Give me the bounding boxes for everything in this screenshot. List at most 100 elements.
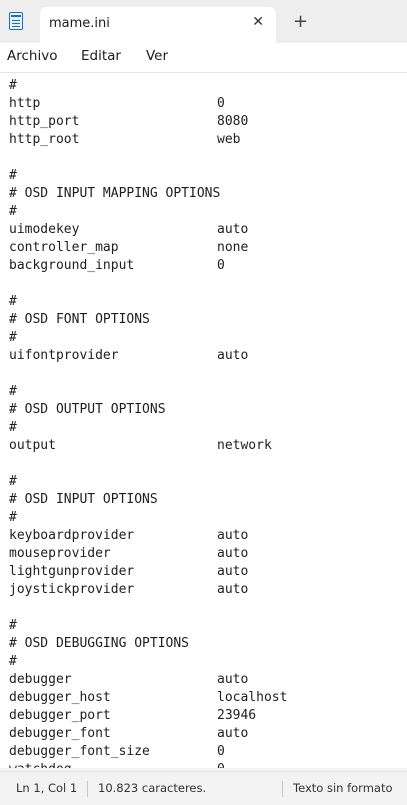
- text-line: http: [9, 95, 40, 113]
- cursor-position: Ln 1, Col 1: [16, 781, 78, 795]
- text-line: #: [9, 473, 17, 491]
- text-line: # OSD FONT OPTIONS: [9, 311, 150, 329]
- status-divider: [87, 781, 88, 797]
- line-value: none: [217, 240, 249, 255]
- line-key: # OSD INPUT OPTIONS: [9, 492, 158, 507]
- line-value: network: [217, 438, 272, 453]
- line-key: #: [9, 474, 17, 489]
- line-key: #: [9, 78, 17, 93]
- text-line: #: [9, 77, 17, 95]
- text-line: uifontprovider: [9, 347, 119, 365]
- line-key: # OSD INPUT MAPPING OPTIONS: [9, 186, 221, 201]
- new-tab-icon[interactable]: +: [293, 11, 309, 32]
- text-line: #: [9, 617, 17, 635]
- line-key: debugger_font: [9, 726, 111, 741]
- line-key: # OSD OUTPUT OPTIONS: [9, 402, 166, 417]
- text-line: mouseprovider: [9, 545, 111, 563]
- line-key: uimodekey: [9, 222, 80, 237]
- title-bar[interactable]: mame.ini ✕ +: [0, 0, 407, 43]
- line-key: debugger_port: [9, 708, 111, 723]
- text-line: http_root: [9, 131, 79, 149]
- text-line: output: [9, 437, 56, 455]
- text-line: #: [9, 167, 17, 185]
- line-key: background_input: [9, 258, 135, 273]
- text-line: # OSD DEBUGGING OPTIONS: [9, 635, 189, 653]
- text-line: controller_map: [9, 239, 119, 257]
- line-value: auto: [217, 672, 249, 687]
- line-value: auto: [217, 726, 249, 741]
- text-line: #: [9, 293, 17, 311]
- line-key: mouseprovider: [9, 546, 111, 561]
- text-line: #: [9, 383, 17, 401]
- line-value: auto: [217, 564, 249, 579]
- text-line: keyboardprovider: [9, 527, 134, 545]
- character-count: 10.823 caracteres.: [98, 781, 207, 795]
- text-line: background_input: [9, 257, 134, 275]
- line-key: lightgunprovider: [9, 564, 135, 579]
- text-line: debugger_font: [9, 725, 111, 743]
- line-key: output: [9, 438, 56, 453]
- text-format[interactable]: Texto sin formato: [293, 781, 393, 795]
- line-value: auto: [217, 348, 249, 363]
- line-value: localhost: [217, 690, 288, 705]
- line-value: 0: [217, 761, 225, 768]
- text-line: debugger_host: [9, 689, 111, 707]
- text-line: http_port: [9, 113, 79, 131]
- line-key: controller_map: [9, 240, 119, 255]
- notepad-app-icon: [9, 12, 23, 30]
- text-line: debugger: [9, 671, 72, 689]
- line-key: #: [9, 330, 17, 345]
- line-value: 23946: [217, 708, 257, 723]
- status-bar: Ln 1, Col 1 10.823 caracteres. Texto sin…: [0, 771, 407, 805]
- line-key: #: [9, 654, 17, 669]
- line-value: web: [217, 132, 241, 147]
- line-key: #: [9, 294, 17, 309]
- text-line: #: [9, 653, 17, 671]
- status-divider: [282, 781, 283, 797]
- text-line: uimodekey: [9, 221, 79, 239]
- menu-bar: Archivo Editar Ver: [0, 43, 407, 73]
- menu-archivo[interactable]: Archivo: [7, 48, 58, 64]
- menu-editar[interactable]: Editar: [81, 48, 121, 64]
- close-tab-icon[interactable]: ✕: [252, 14, 264, 30]
- line-key: # OSD FONT OPTIONS: [9, 312, 150, 327]
- line-value: 0: [217, 744, 225, 759]
- line-key: #: [9, 384, 17, 399]
- text-line: # OSD OUTPUT OPTIONS: [9, 401, 166, 419]
- text-line: # OSD INPUT MAPPING OPTIONS: [9, 185, 220, 203]
- line-key: #: [9, 204, 17, 219]
- text-line: #: [9, 329, 17, 347]
- text-line: debugger_port: [9, 707, 111, 725]
- tab-title: mame.ini: [49, 16, 110, 31]
- line-key: http_port: [9, 114, 80, 129]
- line-key: debugger_host: [9, 690, 111, 705]
- line-key: http: [9, 96, 41, 111]
- line-key: joystickprovider: [9, 582, 135, 597]
- line-key: uifontprovider: [9, 348, 119, 363]
- text-line: # OSD INPUT OPTIONS: [9, 491, 158, 509]
- text-line: watchdog: [9, 761, 72, 768]
- line-value: auto: [217, 528, 249, 543]
- text-line: joystickprovider: [9, 581, 134, 599]
- line-key: #: [9, 618, 17, 633]
- line-value: 8080: [217, 114, 249, 129]
- line-value: auto: [217, 222, 249, 237]
- line-key: #: [9, 420, 17, 435]
- line-key: http_root: [9, 132, 80, 147]
- line-key: #: [9, 510, 17, 525]
- line-value: 0: [217, 258, 225, 273]
- text-line: #: [9, 203, 17, 221]
- text-line: #: [9, 509, 17, 527]
- text-line: #: [9, 419, 17, 437]
- line-value: 0: [217, 96, 225, 111]
- line-key: watchdog: [9, 762, 72, 768]
- line-value: auto: [217, 582, 249, 597]
- tab-mame-ini[interactable]: mame.ini ✕: [40, 7, 276, 43]
- line-key: debugger: [9, 672, 72, 687]
- menu-ver[interactable]: Ver: [146, 48, 169, 64]
- line-value: auto: [217, 546, 249, 561]
- text-line: lightgunprovider: [9, 563, 134, 581]
- text-line: debugger_font_size: [9, 743, 150, 761]
